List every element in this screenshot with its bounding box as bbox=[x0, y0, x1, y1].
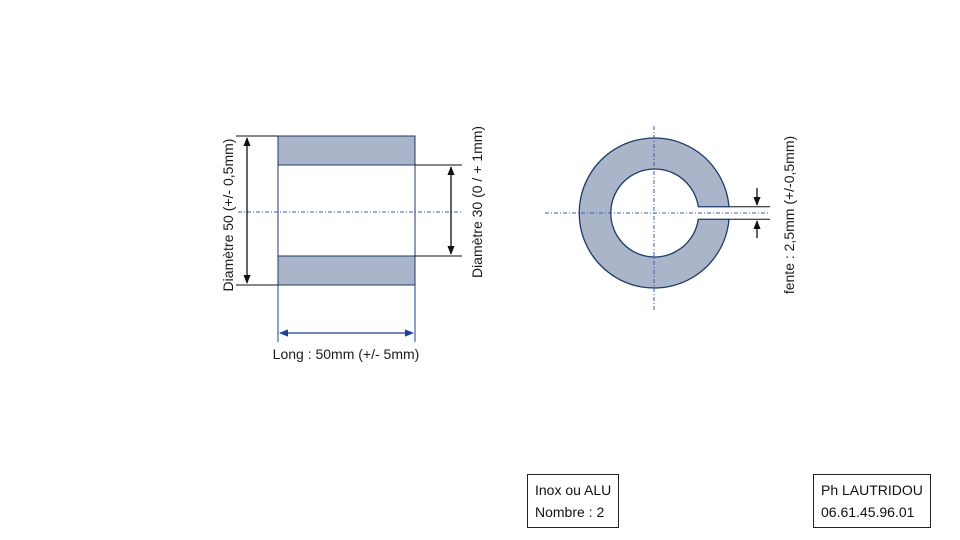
length-label: Long : 50mm (+/- 5mm) bbox=[273, 346, 420, 362]
side-view: Diamètre 50 (+/- 0,5mm) Diamètre 30 (0 /… bbox=[220, 126, 485, 362]
split-ring bbox=[578, 137, 730, 289]
material-text: Inox ou ALU bbox=[535, 482, 612, 498]
front-view: fente : 2,5mm (+/-0,5mm) bbox=[545, 126, 797, 312]
quantity-text: Nombre : 2 bbox=[535, 504, 605, 520]
author-phone: 06.61.45.96.01 bbox=[821, 504, 915, 520]
material-info-box: Inox ou ALU Nombre : 2 bbox=[527, 474, 620, 528]
outer-diameter-label: Diamètre 50 (+/- 0,5mm) bbox=[220, 139, 236, 292]
inner-diameter-label: Diamètre 30 (0 / + 1mm) bbox=[469, 126, 485, 278]
slot-label: fente : 2,5mm (+/-0,5mm) bbox=[781, 136, 797, 294]
author-info-box: Ph LAUTRIDOU 06.61.45.96.01 bbox=[813, 474, 931, 528]
sleeve-bottom-wall bbox=[277, 255, 416, 286]
sleeve-bore bbox=[277, 164, 416, 257]
sleeve-top-wall bbox=[277, 135, 416, 166]
author-name: Ph LAUTRIDOU bbox=[821, 482, 923, 498]
